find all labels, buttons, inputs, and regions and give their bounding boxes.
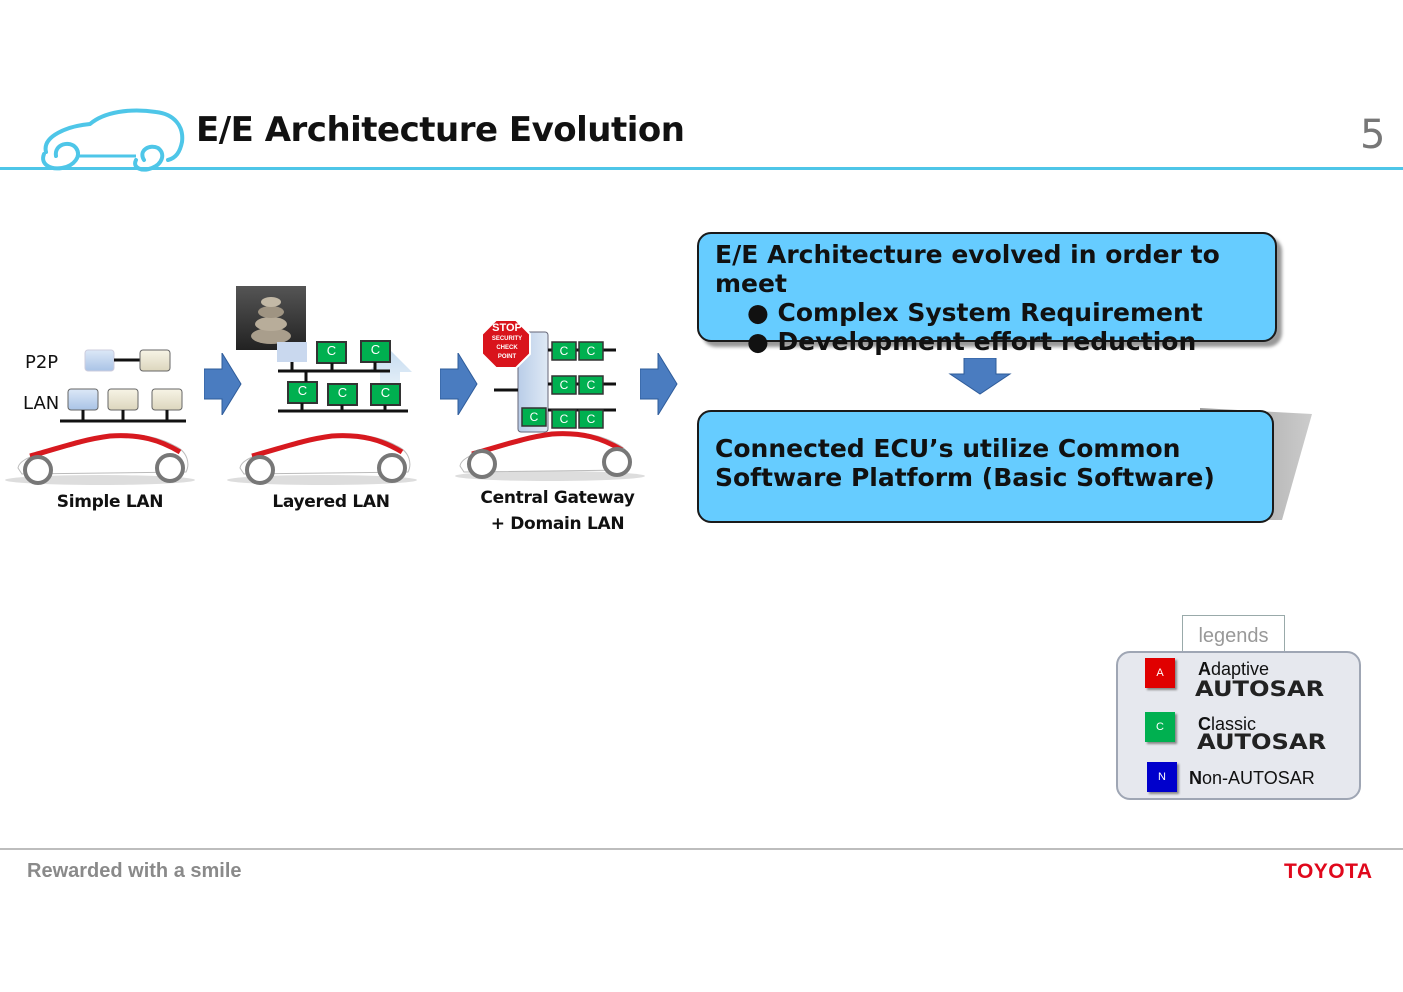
legend-label-adaptive: Adaptive — [1198, 659, 1270, 679]
ecu-marker-c: C — [559, 344, 569, 358]
car-silhouette — [5, 433, 195, 485]
right-arrow-icon — [440, 353, 478, 415]
requirement-item: ● Development effort reduction — [747, 327, 1197, 356]
ecu-marker-c: C — [586, 378, 596, 392]
requirements-heading: E/E Architecture evolved in order to mee… — [715, 240, 1220, 298]
caption-central-gateway: Central Gateway + Domain LAN — [480, 488, 635, 534]
ecu-marker-c: C — [337, 385, 348, 400]
platform-line: Software Platform (Basic Software) — [715, 463, 1215, 492]
ecu-marker-c: C — [297, 383, 308, 398]
classic-ecu — [578, 409, 604, 429]
car-logo-icon — [41, 108, 185, 172]
legend-marker-adaptive: A — [1145, 658, 1175, 688]
classic-ecu — [521, 407, 547, 427]
legend-label-non-autosar: Non-AUTOSAR — [1189, 768, 1315, 788]
legend-label-classic: Classic — [1198, 714, 1257, 734]
autosar-logo-adaptive: AUTOSAR — [1195, 677, 1325, 701]
lan-ecu-node — [151, 388, 183, 411]
ecu-marker-c: C — [529, 410, 539, 424]
ecu-marker-c: C — [380, 385, 391, 400]
stop-sign-text: STOP SECURITY CHECK POINT — [491, 322, 523, 360]
classic-ecu — [551, 409, 577, 429]
stop-sign-icon — [481, 319, 531, 369]
page-number: 5 — [1360, 112, 1386, 158]
title-divider — [0, 167, 1403, 170]
toyota-logo: TOYOTA — [1284, 860, 1373, 883]
simple-lan-diagram — [5, 349, 195, 485]
caption-layered-lan: Layered LAN — [272, 492, 390, 512]
footer-slogan: Rewarded with a smile — [27, 860, 242, 882]
lan-ecu-node — [67, 388, 99, 411]
layered-lan-diagram — [227, 286, 417, 485]
legend-tab: legends — [1182, 615, 1285, 653]
lan-label: LAN — [23, 393, 60, 414]
right-arrow-icon — [640, 353, 678, 415]
caption-simple-lan: Simple LAN — [56, 492, 164, 512]
classic-ecu — [551, 341, 577, 361]
footer-divider — [0, 848, 1403, 850]
requirement-item: ● Complex System Requirement — [747, 298, 1203, 327]
ecu-marker-c: C — [586, 412, 596, 426]
autosar-logo-classic: AUTOSAR — [1197, 730, 1327, 754]
classic-ecu — [551, 375, 577, 395]
ecu-marker-c: C — [559, 378, 569, 392]
p2p-ecu-node — [139, 349, 171, 372]
platform-box: Connected ECU’s utilize Common Software … — [697, 410, 1274, 523]
down-arrow-icon — [948, 358, 1012, 395]
ecu-marker-c: C — [326, 343, 337, 358]
ecu-marker-c: C — [586, 344, 596, 358]
right-arrow-icon — [204, 353, 242, 415]
car-silhouette — [455, 431, 645, 481]
car-silhouette — [227, 433, 417, 485]
lan-ecu-node — [107, 388, 139, 411]
requirements-box: E/E Architecture evolved in order to mee… — [697, 232, 1277, 356]
p2p-ecu-node — [84, 349, 115, 372]
classic-ecu — [578, 375, 604, 395]
central-gateway-diagram — [455, 319, 645, 481]
classic-ecu — [578, 341, 604, 361]
platform-line: Connected ECU’s utilize Common — [715, 434, 1181, 463]
p2p-label: P2P — [25, 352, 59, 373]
ecu-marker-c: C — [370, 342, 381, 357]
slide-title: E/E Architecture Evolution — [196, 110, 685, 150]
ecu-marker-c: C — [559, 412, 569, 426]
legend-marker-classic: C — [1145, 712, 1175, 742]
legend-marker-non-autosar: N — [1147, 762, 1177, 792]
